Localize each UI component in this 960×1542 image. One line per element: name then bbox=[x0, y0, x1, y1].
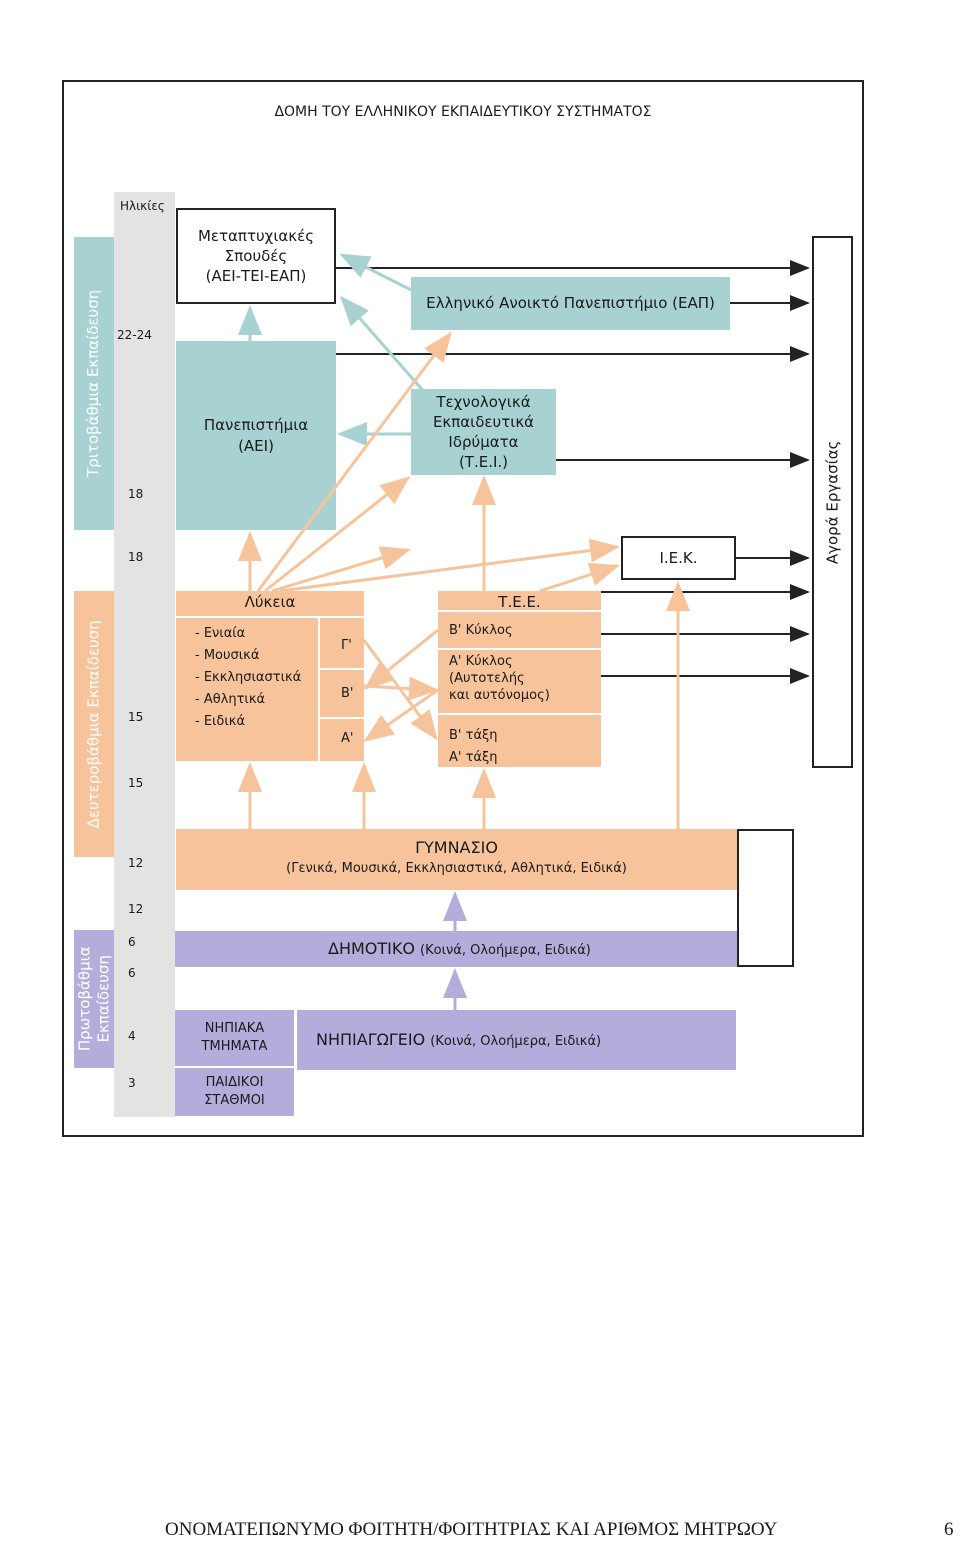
arrow-lykeia-to-tee bbox=[363, 676, 439, 701]
dimotiko-box bbox=[175, 931, 737, 967]
divider bbox=[176, 616, 364, 618]
divider bbox=[438, 610, 601, 612]
universities-box: Πανεπιστήμια(ΑΕΙ) bbox=[176, 341, 336, 530]
diagram-title: ΔΟΜΗ ΤΟΥ ΕΛΛΗΝΙΚΟΥ ΕΚΠΑΙΔΕΥΤΙΚΟΥ ΣΥΣΤΗΜΑ… bbox=[274, 104, 652, 120]
age-label: 18 bbox=[128, 550, 144, 564]
tee-title: Τ.Ε.Ε. bbox=[498, 593, 541, 611]
divider bbox=[319, 717, 364, 719]
arrow-lykeia-to-eap bbox=[256, 331, 452, 592]
tee-cycle-b: Β' Κύκλος bbox=[449, 623, 513, 638]
tee-box bbox=[438, 591, 601, 767]
ages-header: Ηλικίες bbox=[120, 199, 165, 213]
arrow-lykeia-to-tei bbox=[264, 476, 411, 593]
nipiagogeio-label: ΝΗΠΙΑΓΩΓΕΙΟ (Κοινά, Ολοήμερα, Ειδικά) bbox=[316, 1030, 602, 1049]
band-tertiary: Τριτοβάθμια Εκπαίδευση bbox=[74, 237, 114, 530]
arrow-tee-to-iek bbox=[539, 562, 620, 593]
lykeia-title: Λύκεια bbox=[244, 593, 296, 611]
divider bbox=[318, 616, 320, 761]
lykeia-grade: Α' bbox=[341, 731, 354, 746]
arrow-lykeia-to-tei bbox=[271, 546, 411, 593]
age-label: 6 bbox=[128, 966, 136, 980]
age-label: 15 bbox=[128, 710, 144, 724]
age-label: 12 bbox=[128, 902, 144, 916]
diagram-frame bbox=[62, 80, 864, 1137]
age-label: 4 bbox=[128, 1029, 136, 1043]
gymnasio-subtitle: (Γενικά, Μουσικά, Εκκλησιαστικά, Αθλητικ… bbox=[286, 861, 627, 876]
lykeia-box bbox=[176, 591, 364, 761]
gymnasio-box bbox=[176, 829, 737, 890]
band-secondary: Δευτεροβάθμια Εκπαίδευση bbox=[74, 591, 114, 857]
footer-text: ΟΝΟΜΑΤΕΠΩΝΥΜΟ ΦΟΙΤΗΤΗ/ΦΟΙΤΗΤΡΙΑΣ ΚΑΙ ΑΡΙ… bbox=[165, 1519, 778, 1540]
labor-market-box: Αγορά Εργασίας bbox=[812, 236, 853, 768]
lykeia-grade: Β' bbox=[341, 686, 354, 701]
age-label: 18 bbox=[128, 487, 144, 501]
ages-column bbox=[114, 192, 175, 1117]
page-number: 6 bbox=[944, 1519, 954, 1540]
divider bbox=[438, 648, 601, 650]
lykeia-grade: Γ' bbox=[341, 638, 352, 653]
arrow-eap-to-postgrad bbox=[339, 253, 412, 292]
eap-box: Ελληνικό Ανοικτό Πανεπιστήμιο (ΕΑΠ) bbox=[411, 277, 730, 330]
age-label: 22-24 bbox=[117, 328, 152, 342]
age-label: 6 bbox=[128, 935, 136, 949]
gymnasio-title: ΓΥΜΝΑΣΙΟ bbox=[415, 838, 498, 857]
arrow-tee-to-lykeia bbox=[363, 628, 439, 690]
iek-box: Ι.Ε.Κ. bbox=[621, 536, 736, 580]
age-label: 15 bbox=[128, 776, 144, 790]
arrow-tei-to-postgrad bbox=[340, 295, 442, 411]
age-label: 12 bbox=[128, 856, 144, 870]
age-label: 3 bbox=[128, 1076, 136, 1090]
arrow-lykeia-to-iek bbox=[279, 538, 620, 593]
divider bbox=[438, 713, 601, 715]
nipiagogeio-box bbox=[297, 1010, 736, 1070]
arrow-tee-to-lykeia bbox=[363, 688, 439, 742]
lykeia-types: - Ενιαία- Μουσικά- Εκκλησιαστικά- Αθλητι… bbox=[195, 626, 302, 729]
divider bbox=[319, 668, 364, 670]
dimotiko-label: ΔΗΜΟΤΙΚΟ (Κοινά, Ολοήμερα, Ειδικά) bbox=[328, 939, 591, 958]
